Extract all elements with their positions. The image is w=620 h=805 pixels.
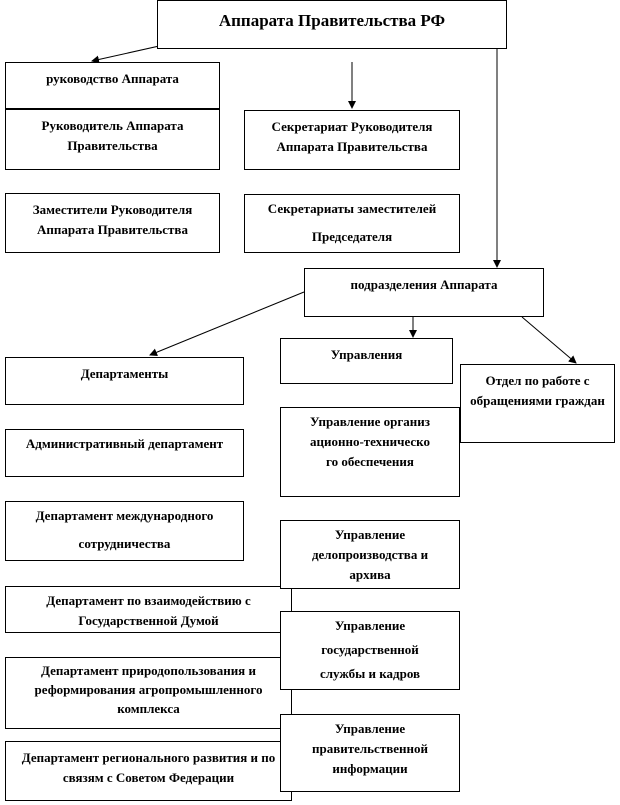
- directorate-label: Управление организационно-технического о…: [309, 414, 430, 469]
- leadership-header: руководство Аппарата: [46, 71, 179, 86]
- department-label: Департамент регионального развития и по …: [21, 750, 276, 785]
- directorates-header: Управления: [330, 347, 403, 362]
- department-box: Департамент природопользования и реформи…: [5, 657, 292, 729]
- directorate-box: Управление правительственной информации: [280, 714, 460, 792]
- deputies-label: Заместители Руководителя Аппарата Правит…: [32, 202, 193, 237]
- head-secretariat-label: Секретариат Руководителя Аппарата Правит…: [271, 119, 433, 154]
- department-box: Департамент международного сотрудничеств…: [5, 501, 244, 561]
- deputies-secretariats-line2: Председателя: [311, 229, 393, 244]
- arrow-to-departments: [149, 291, 305, 357]
- citizens-office-box: Отдел по работе с обращениями граждан: [460, 364, 615, 443]
- subdivisions-header: подразделения Аппарата: [350, 277, 498, 292]
- directorate-label: Управление правительственной информации: [312, 721, 428, 776]
- head-label: Руководитель Аппарата Правительства: [41, 118, 184, 153]
- head-box: Руководитель Аппарата Правительства: [5, 109, 220, 170]
- department-box: Департамент регионального развития и по …: [5, 741, 292, 801]
- directorate-label: Управление государственной службы и кадр…: [319, 618, 421, 681]
- department-label: Департамент природопользования и реформи…: [34, 663, 263, 716]
- directorate-box: Управление организационно-технического о…: [280, 407, 460, 497]
- department-box: Административный департамент: [5, 429, 244, 477]
- arrow-to-citizens-office: [521, 316, 577, 364]
- department-box: Департамент по взаимодействию с Государс…: [5, 586, 292, 633]
- directorate-label: Управление делопроизводства и архива: [311, 527, 429, 582]
- deputies-box: Заместители Руководителя Аппарата Правит…: [5, 193, 220, 253]
- departments-header-box: Департаменты: [5, 357, 244, 405]
- leadership-header-box: руководство Аппарата: [5, 62, 220, 110]
- head-secretariat-box: Секретариат Руководителя Аппарата Правит…: [244, 110, 460, 170]
- departments-header: Департаменты: [80, 366, 169, 381]
- directorates-header-box: Управления: [280, 338, 453, 384]
- subdivisions-header-box: подразделения Аппарата: [304, 268, 544, 317]
- root-title-box: Аппарата Правительства РФ: [157, 0, 507, 49]
- deputies-secretariats-line1: Секретариаты заместителей: [267, 201, 437, 216]
- department-label: Департамент по взаимодействию с Государс…: [46, 593, 251, 628]
- directorate-box: Управление государственной службы и кадр…: [280, 611, 460, 690]
- root-title: Аппарата Правительства РФ: [218, 11, 446, 30]
- department-label: Департамент международного сотрудничеств…: [35, 508, 214, 551]
- citizens-office-label: Отдел по работе с обращениями граждан: [470, 373, 605, 408]
- department-label: Административный департамент: [25, 436, 224, 451]
- directorate-box: Управление делопроизводства и архива: [280, 520, 460, 589]
